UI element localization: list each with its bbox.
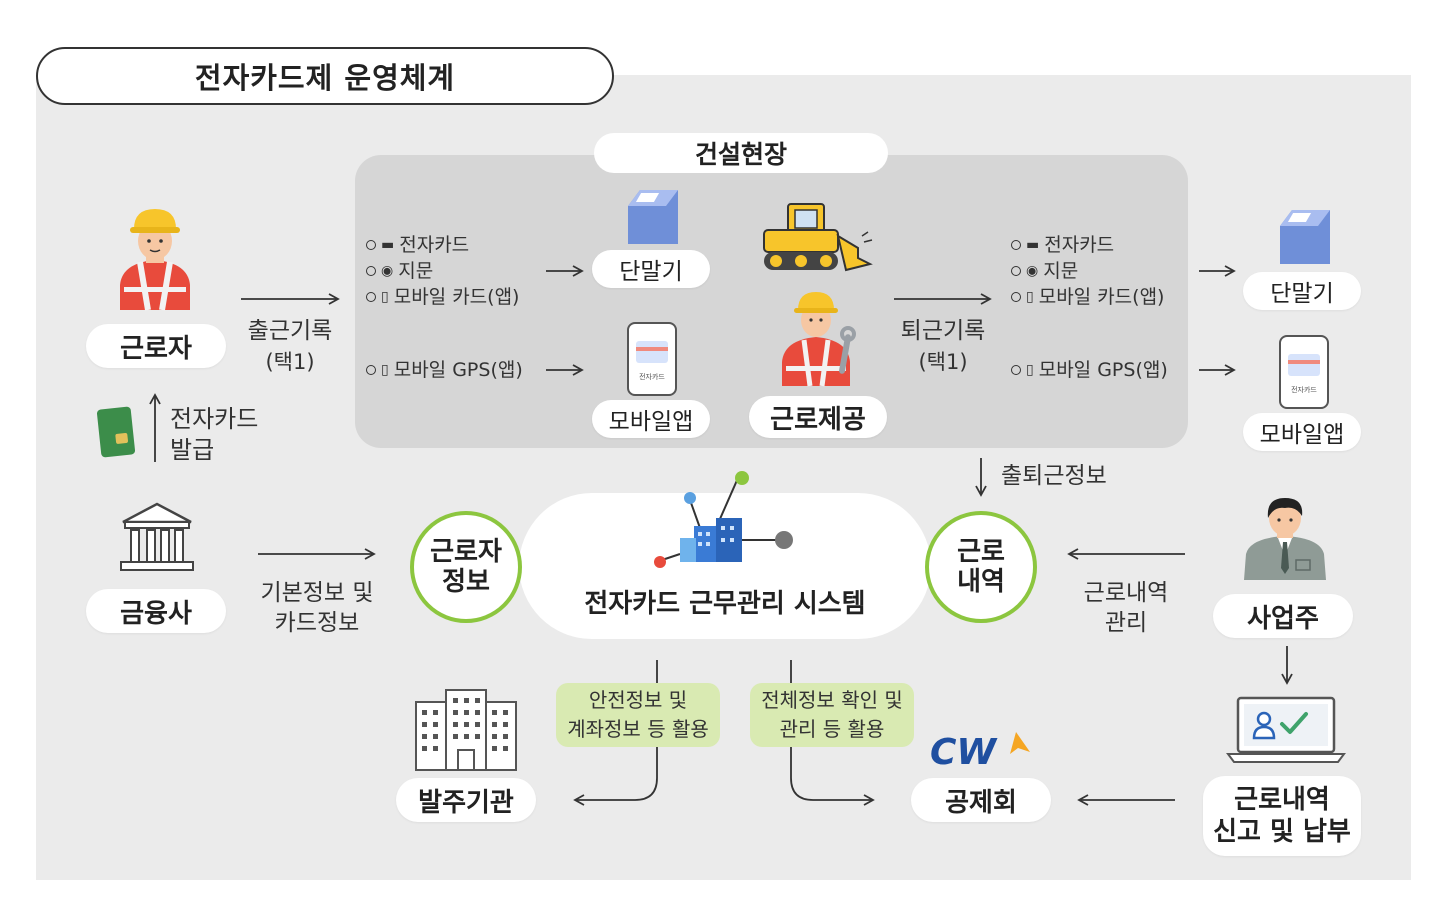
- mobile-app-label-right: 모바일앱: [1243, 413, 1361, 451]
- cw-logo: CW: [930, 732, 1030, 773]
- checkout-label-line2: (택1): [918, 350, 968, 374]
- method-gps-label: 모바일 GPS(앱): [393, 359, 523, 381]
- electronic-card-icon: [96, 406, 136, 458]
- employer-label: 사업주: [1213, 594, 1353, 638]
- checkin-label-line1: 출근기록: [247, 318, 333, 344]
- fingerprint-icon: ◉: [381, 263, 394, 279]
- worker-info-line1: 근로자: [430, 537, 502, 567]
- checkout-gps-method: ▯모바일 GPS(앱): [1011, 357, 1168, 383]
- bullet-icon: [366, 292, 376, 302]
- card-small-icon: ▬: [1026, 237, 1040, 253]
- report-line1: 근로내역: [1234, 785, 1330, 815]
- safety-note-line1: 안전정보 및: [588, 688, 688, 712]
- card-issue-text-line2: 발급: [170, 436, 215, 464]
- mobile-app-label-left: 모바일앱: [592, 400, 710, 438]
- checkout-label-line1: 퇴근기록: [900, 318, 986, 344]
- method-fingerprint-label: 지문: [1043, 260, 1079, 282]
- fingerprint-icon: ◉: [1026, 263, 1039, 279]
- method-mobile-card-label: 모바일 카드(앱): [1038, 286, 1165, 308]
- method-mobile-card-label: 모바일 카드(앱): [393, 286, 520, 308]
- basic-info-line1: 기본정보 및: [260, 580, 374, 606]
- bullet-icon: [366, 365, 376, 375]
- phone-small-icon: ▯: [1026, 362, 1034, 378]
- worker-info-line2: 정보: [442, 567, 490, 597]
- terminal-icon: [628, 190, 678, 244]
- bullet-icon: [1011, 240, 1021, 250]
- report-line2: 신고 및 납부: [1213, 817, 1351, 847]
- bullet-icon: [1011, 266, 1021, 276]
- card-issue-text-line1: 전자카드: [170, 405, 259, 433]
- to-client-arrow: [573, 660, 658, 806]
- terminal-label-left: 단말기: [592, 250, 710, 288]
- phone-card-text: 전자카드: [639, 372, 665, 381]
- mobile-phone-icon: 전자카드: [1279, 335, 1329, 409]
- mutual-aid-label: 공제회: [911, 778, 1051, 822]
- system-network-icon: [654, 471, 793, 568]
- labor-history-line1: 근로: [957, 537, 1005, 567]
- finance-label: 금융사: [86, 589, 226, 633]
- terminal-label-right: 단말기: [1243, 272, 1361, 310]
- checkin-gps-method: ▯모바일 GPS(앱): [366, 357, 523, 383]
- phone-small-icon: ▯: [381, 362, 389, 378]
- method-gps-label: 모바일 GPS(앱): [1038, 359, 1168, 381]
- report-payment-label: 근로내역 신고 및 납부: [1203, 776, 1361, 856]
- method-card: ▬전자카드: [366, 232, 519, 258]
- total-note-line1: 전체정보 확인 및: [761, 688, 903, 712]
- system-label: 전자카드 근무관리 시스템: [584, 589, 866, 619]
- client-org-label: 발주기관: [396, 778, 536, 822]
- attendance-info-label: 출퇴근정보: [1001, 463, 1107, 489]
- checkin-method-list: ▬전자카드 ◉지문 ▯모바일 카드(앱): [366, 232, 519, 310]
- method-fingerprint: ◉지문: [1011, 258, 1164, 284]
- history-mgmt-line1: 근로내역: [1083, 580, 1169, 606]
- cw-logo-text: CW: [930, 732, 998, 773]
- bullet-icon: [1011, 292, 1021, 302]
- labor-history-line2: 내역: [957, 567, 1005, 597]
- checkout-method-list: ▬전자카드 ◉지문 ▯모바일 카드(앱): [1011, 232, 1164, 310]
- phone-small-icon: ▯: [381, 289, 389, 305]
- card-small-icon: ▬: [381, 237, 395, 253]
- method-mobile-card: ▯모바일 카드(앱): [1011, 284, 1164, 310]
- employer-icon: [1244, 498, 1326, 580]
- phone-card-text: 전자카드: [1291, 385, 1317, 394]
- method-card-label: 전자카드: [1044, 234, 1115, 256]
- office-building-icon: [415, 689, 517, 771]
- method-card-label: 전자카드: [399, 234, 470, 256]
- checkin-label-line2: (택1): [265, 350, 315, 374]
- worker-label: 근로자: [86, 324, 226, 368]
- safety-note-line2: 계좌정보 등 활용: [567, 717, 709, 741]
- phone-small-icon: ▯: [1026, 289, 1034, 305]
- terminal-icon: [1280, 210, 1330, 264]
- to-mutual-aid-arrow: [790, 660, 875, 806]
- bullet-icon: [366, 266, 376, 276]
- bullet-icon: [366, 240, 376, 250]
- mobile-phone-icon: 전자카드: [627, 322, 677, 396]
- method-fingerprint-label: 지문: [398, 260, 434, 282]
- history-mgmt-line2: 관리: [1104, 610, 1148, 636]
- bulldozer-icon: [763, 203, 873, 272]
- construction-site-label: 건설현장: [594, 133, 888, 173]
- labor-provide-label: 근로제공: [749, 396, 887, 438]
- card-management-system-box: [519, 493, 931, 639]
- page-title: 전자카드제 운영체계: [36, 47, 614, 105]
- method-fingerprint: ◉지문: [366, 258, 519, 284]
- bank-building-icon: [120, 502, 194, 571]
- method-mobile-card: ▯모바일 카드(앱): [366, 284, 519, 310]
- worker-icon: [120, 209, 190, 311]
- laptop-icon: [1226, 696, 1346, 763]
- worker-with-wrench-icon: [782, 292, 856, 387]
- total-note-line2: 관리 등 활용: [779, 717, 885, 741]
- bullet-icon: [1011, 365, 1021, 375]
- basic-info-line2: 카드정보: [274, 610, 360, 636]
- method-card: ▬전자카드: [1011, 232, 1164, 258]
